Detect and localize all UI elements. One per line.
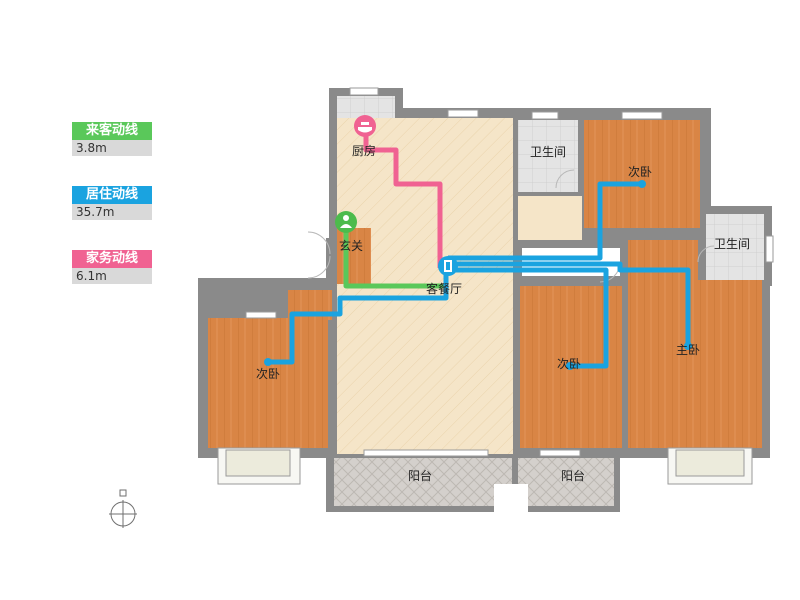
legend-chore-value: 6.1m — [72, 268, 152, 284]
label-entry: 玄关 — [339, 238, 363, 253]
label-balcony1: 阳台 — [408, 468, 432, 483]
legend-living-value: 35.7m — [72, 204, 152, 220]
label-bed-mid: 次卧 — [557, 357, 581, 371]
kitchen-marker-icon — [354, 115, 376, 137]
label-balcony2: 阳台 — [561, 468, 585, 483]
window-marks — [245, 87, 774, 457]
door-marker-icon — [438, 256, 458, 276]
bed-left-floor — [208, 318, 328, 448]
balcony1-floor — [334, 458, 512, 506]
entry-floor — [337, 228, 371, 284]
legend-guest-label: 来客动线 — [72, 122, 152, 140]
living-floor-top — [400, 118, 512, 238]
bed-top-floor — [584, 120, 700, 228]
legend-living-label: 居住动线 — [72, 186, 152, 204]
label-bed-left: 次卧 — [256, 367, 280, 381]
living-paths — [268, 181, 691, 369]
bath1-floor — [518, 120, 578, 192]
label-living: 客餐厅 — [426, 281, 462, 296]
label-bed-top: 次卧 — [628, 165, 652, 179]
bay-windows — [217, 447, 753, 485]
guest-path — [343, 228, 448, 289]
legend-chore: 家务动线 6.1m — [72, 250, 152, 284]
label-kitchen: 厨房 — [352, 143, 376, 158]
label-master: 主卧 — [676, 343, 700, 357]
label-bath2: 卫生间 — [714, 237, 750, 251]
compass-icon — [109, 489, 137, 528]
bath2-floor — [706, 214, 764, 280]
master-floor — [628, 280, 762, 448]
balcony2-floor — [518, 458, 614, 506]
legend-chore-label: 家务动线 — [72, 250, 152, 268]
entry-marker-icon — [335, 211, 357, 233]
legend-guest: 来客动线 3.8m — [72, 122, 152, 156]
path-endpoints — [264, 180, 692, 370]
legend-guest-value: 3.8m — [72, 140, 152, 156]
corridor-floor — [518, 196, 582, 240]
chore-path — [363, 132, 443, 268]
balcony-gap — [494, 484, 528, 514]
label-bath1: 卫生间 — [530, 145, 566, 159]
legend-living: 居住动线 35.7m — [72, 186, 152, 220]
